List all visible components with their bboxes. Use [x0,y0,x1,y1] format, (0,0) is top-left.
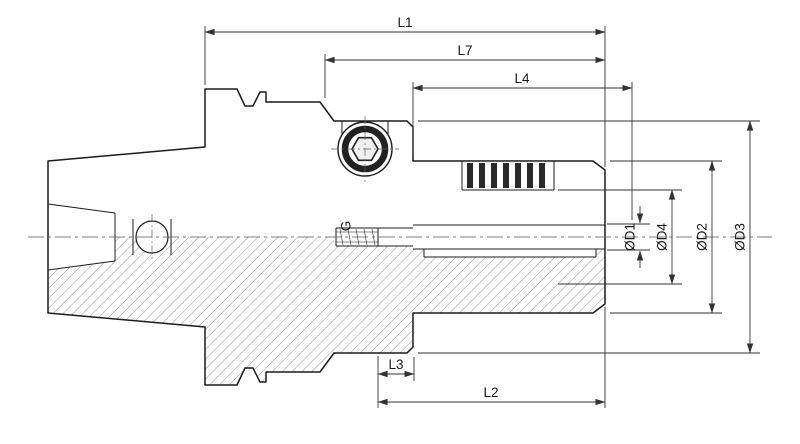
clamp-screw [331,116,399,182]
lower-profile [47,237,606,386]
dim-G: G [339,221,354,232]
dim-D3: ØD3 [418,120,760,354]
section-hatch-lower-half [48,237,605,385]
expansion-sleeve [424,249,596,257]
dim-label-D1: ØD1 [623,223,638,251]
dim-D4: ØD4 [558,189,682,285]
dim-label-D2: ØD2 [695,223,710,251]
dim-label-L3: L3 [388,357,403,372]
dim-L7: L7 [324,43,606,98]
dim-label-D3: ØD3 [733,223,748,251]
dim-D1: ØD1 [607,206,650,268]
dim-D2: ØD2 [610,160,722,314]
dim-L1: L1 [204,15,606,167]
groove-band [461,161,555,191]
dim-label-D4: ØD4 [655,223,670,251]
dim-L2: L2 [377,307,606,408]
part-outline [47,88,606,386]
dim-label-L1: L1 [397,15,412,30]
bore-lines [335,224,605,250]
dim-L4: L4 [412,71,633,220]
shank-cavity-cutout [48,237,115,270]
dim-label-L4: L4 [514,71,530,86]
dim-label-G: G [339,221,354,232]
dim-label-L7: L7 [457,43,472,58]
upper-profile [47,88,606,237]
lower-section-fill [48,237,605,385]
dim-label-L2: L2 [483,385,498,400]
